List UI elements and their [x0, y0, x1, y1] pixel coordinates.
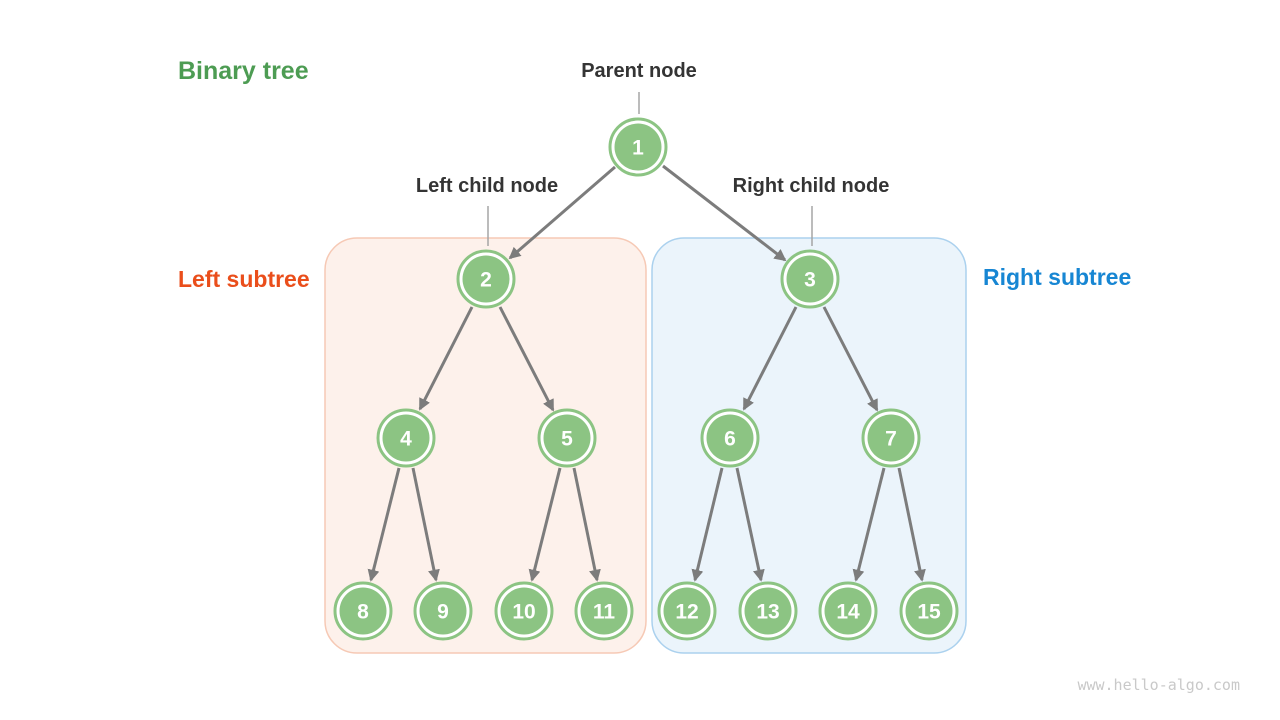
right-subtree-label: Right subtree [983, 264, 1132, 290]
node-value: 4 [400, 428, 412, 451]
node-fill [786, 255, 834, 303]
node-value: 15 [917, 601, 941, 624]
tree-node-2: 2 [456, 249, 516, 309]
node-value: 3 [804, 269, 816, 292]
node-fill [339, 587, 387, 635]
parent-node-label: Parent node [581, 60, 697, 82]
node-value: 5 [561, 428, 573, 451]
edge-1-2 [508, 165, 616, 260]
node-value: 7 [885, 428, 897, 451]
edge-2-4 [418, 306, 474, 411]
left-subtree-box [324, 237, 647, 654]
left-child-node-label: Left child node [415, 175, 559, 197]
node-fill [614, 123, 662, 171]
node-fill [744, 587, 792, 635]
node-fill [382, 414, 430, 462]
node-value: 12 [675, 601, 698, 624]
edge-3-7 [822, 306, 879, 412]
tree-node-10: 10 [494, 581, 554, 641]
right-child-node-label: Right child node [732, 175, 890, 197]
right-subtree-box [651, 237, 967, 654]
node-value: 13 [756, 601, 779, 624]
left-subtree-label: Left subtree [178, 266, 310, 292]
node-value: 2 [480, 269, 492, 292]
node-value: 8 [357, 601, 369, 624]
node-fill [500, 587, 548, 635]
node-fill [663, 587, 711, 635]
node-fill [419, 587, 467, 635]
tree-node-4: 4 [376, 408, 436, 468]
node-value: 10 [512, 601, 535, 624]
edge-7-14 [852, 467, 886, 582]
tree-node-12: 12 [657, 581, 717, 641]
node-fill [867, 414, 915, 462]
edge-5-11 [572, 467, 601, 582]
edge-1-3 [662, 164, 787, 262]
tree-node-3: 3 [780, 249, 840, 309]
node-fill [706, 414, 754, 462]
node-fill [905, 587, 953, 635]
edge-5-10 [528, 467, 562, 582]
node-fill [543, 414, 591, 462]
node-value: 6 [724, 428, 736, 451]
tree-node-6: 6 [700, 408, 760, 468]
node-value: 14 [836, 601, 860, 624]
node-value: 9 [437, 601, 449, 624]
edge-4-9 [411, 467, 440, 582]
figure-title: Binary tree [178, 57, 309, 85]
edge-4-8 [367, 467, 401, 582]
node-fill [824, 587, 872, 635]
edge-6-13 [735, 467, 765, 582]
watermark-url: www.hello-algo.com [1077, 676, 1240, 694]
tree-node-14: 14 [818, 581, 878, 641]
tree-node-1: 1 [608, 117, 668, 177]
tree-node-13: 13 [738, 581, 798, 641]
tree-node-9: 9 [413, 581, 473, 641]
tree-node-7: 7 [861, 408, 921, 468]
edge-3-6 [742, 306, 798, 411]
node-value: 11 [593, 601, 616, 624]
edge-2-5 [498, 306, 555, 412]
node-fill [580, 587, 628, 635]
tree-node-8: 8 [333, 581, 393, 641]
tree-node-15: 15 [899, 581, 959, 641]
edge-7-15 [897, 467, 926, 582]
edge-6-12 [691, 467, 724, 582]
node-value: 1 [632, 137, 644, 160]
node-fill [462, 255, 510, 303]
tree-node-11: 11 [574, 581, 634, 641]
tree-node-5: 5 [537, 408, 597, 468]
